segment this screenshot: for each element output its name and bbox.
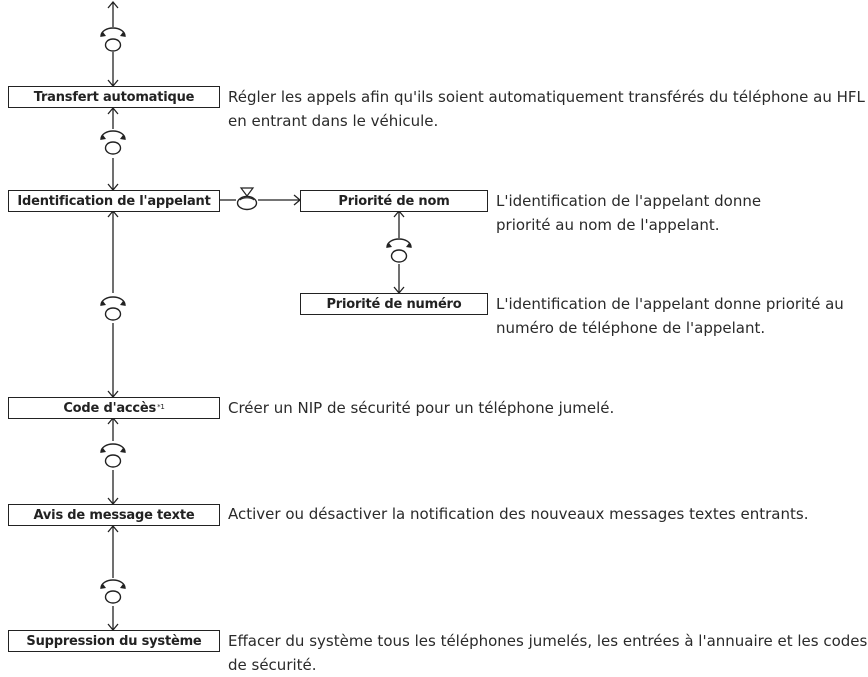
text-message-description: Activer ou désactiver la notification de… — [228, 505, 809, 523]
number-priority-description: L'identification de l'appelant donne pri… — [496, 295, 844, 337]
system-clear-description: Effacer du système tous les téléphones j… — [228, 632, 868, 674]
menu-item-text-message-notice[interactable]: Avis de message texte — [8, 504, 220, 526]
menu-item-label: Avis de message texte — [33, 507, 195, 523]
menu-item-label: Identification de l'appelant — [17, 193, 211, 209]
name-priority-description: L'identification de l'appelant donne pri… — [496, 192, 762, 234]
menu-item-system-clear[interactable]: Suppression du système — [8, 630, 220, 652]
transfer-description: Régler les appels afin qu'ils soient aut… — [228, 88, 865, 130]
menu-item-label: Transfert automatique — [33, 89, 195, 105]
menu-item-passcode[interactable]: Code d'accès*1 — [8, 397, 220, 419]
submenu-item-name-priority[interactable]: Priorité de nom — [300, 190, 488, 212]
submenu-item-label: Priorité de numéro — [326, 296, 462, 312]
submenu-item-number-priority[interactable]: Priorité de numéro — [300, 293, 488, 315]
submenu-item-label: Priorité de nom — [338, 193, 450, 209]
footnote-marker: *1 — [157, 403, 165, 411]
menu-item-label: Suppression du système — [26, 633, 202, 649]
menu-item-caller-id[interactable]: Identification de l'appelant — [8, 190, 220, 212]
menu-item-transfer[interactable]: Transfert automatique — [8, 86, 220, 108]
flow-connectors — [99, 1, 413, 631]
passcode-description: Créer un NIP de sécurité pour un télépho… — [228, 399, 615, 417]
menu-item-label: Code d'accès — [63, 400, 157, 416]
